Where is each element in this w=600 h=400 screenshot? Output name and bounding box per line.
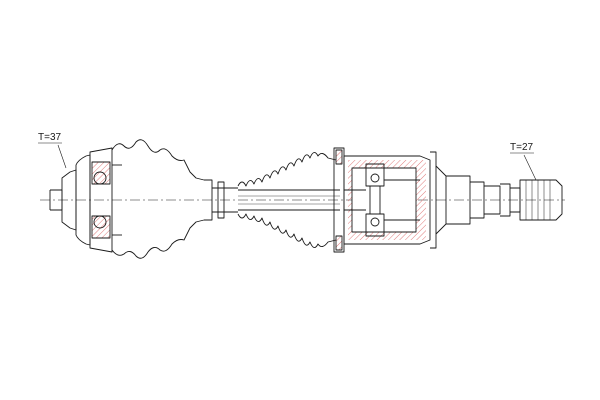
label-left-spline: T=37 (38, 132, 62, 143)
outer-cv-joint (49, 144, 122, 253)
label-right-spline: T=27 (510, 142, 534, 153)
spline-end (519, 154, 563, 221)
inner-tripod-housing (343, 155, 431, 245)
stub-shaft (446, 175, 521, 225)
outer-boot (111, 139, 205, 259)
housing-flange (430, 151, 437, 249)
inner-boot (237, 152, 337, 248)
main-shaft (238, 189, 340, 211)
boot-clamp-left (204, 179, 213, 221)
